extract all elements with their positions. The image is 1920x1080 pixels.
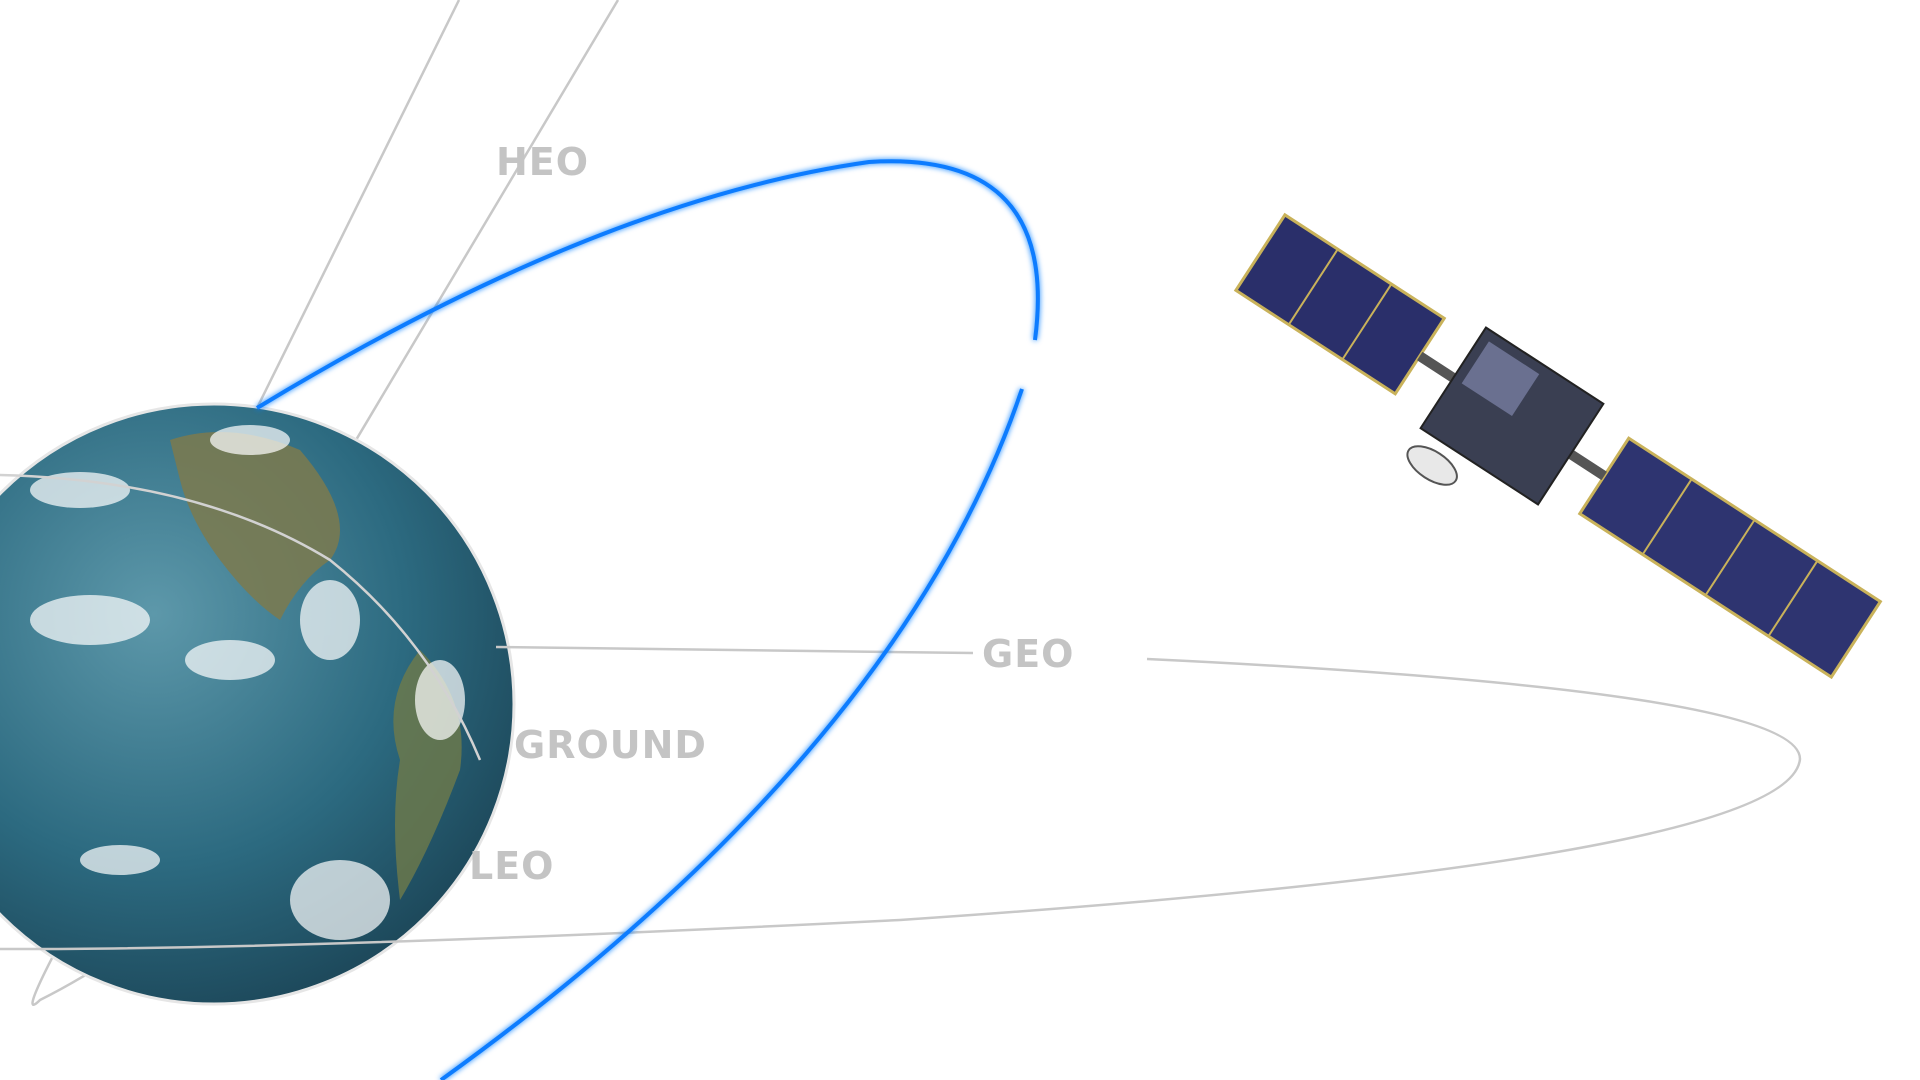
label-geo: GEO [982, 632, 1075, 676]
geo-orbit-ellipse [0, 657, 1802, 951]
earth-globe [0, 402, 516, 1006]
label-ground: GROUND [514, 723, 707, 767]
ground-track-line [0, 473, 482, 761]
label-heo: HEO [496, 140, 590, 184]
heo-orbit [255, 159, 1040, 1080]
orbit-line-diagonal-1 [255, 0, 461, 409]
satellite [1233, 212, 1883, 680]
label-leo: LEO [469, 844, 555, 888]
geo-pointer-line [495, 645, 974, 655]
